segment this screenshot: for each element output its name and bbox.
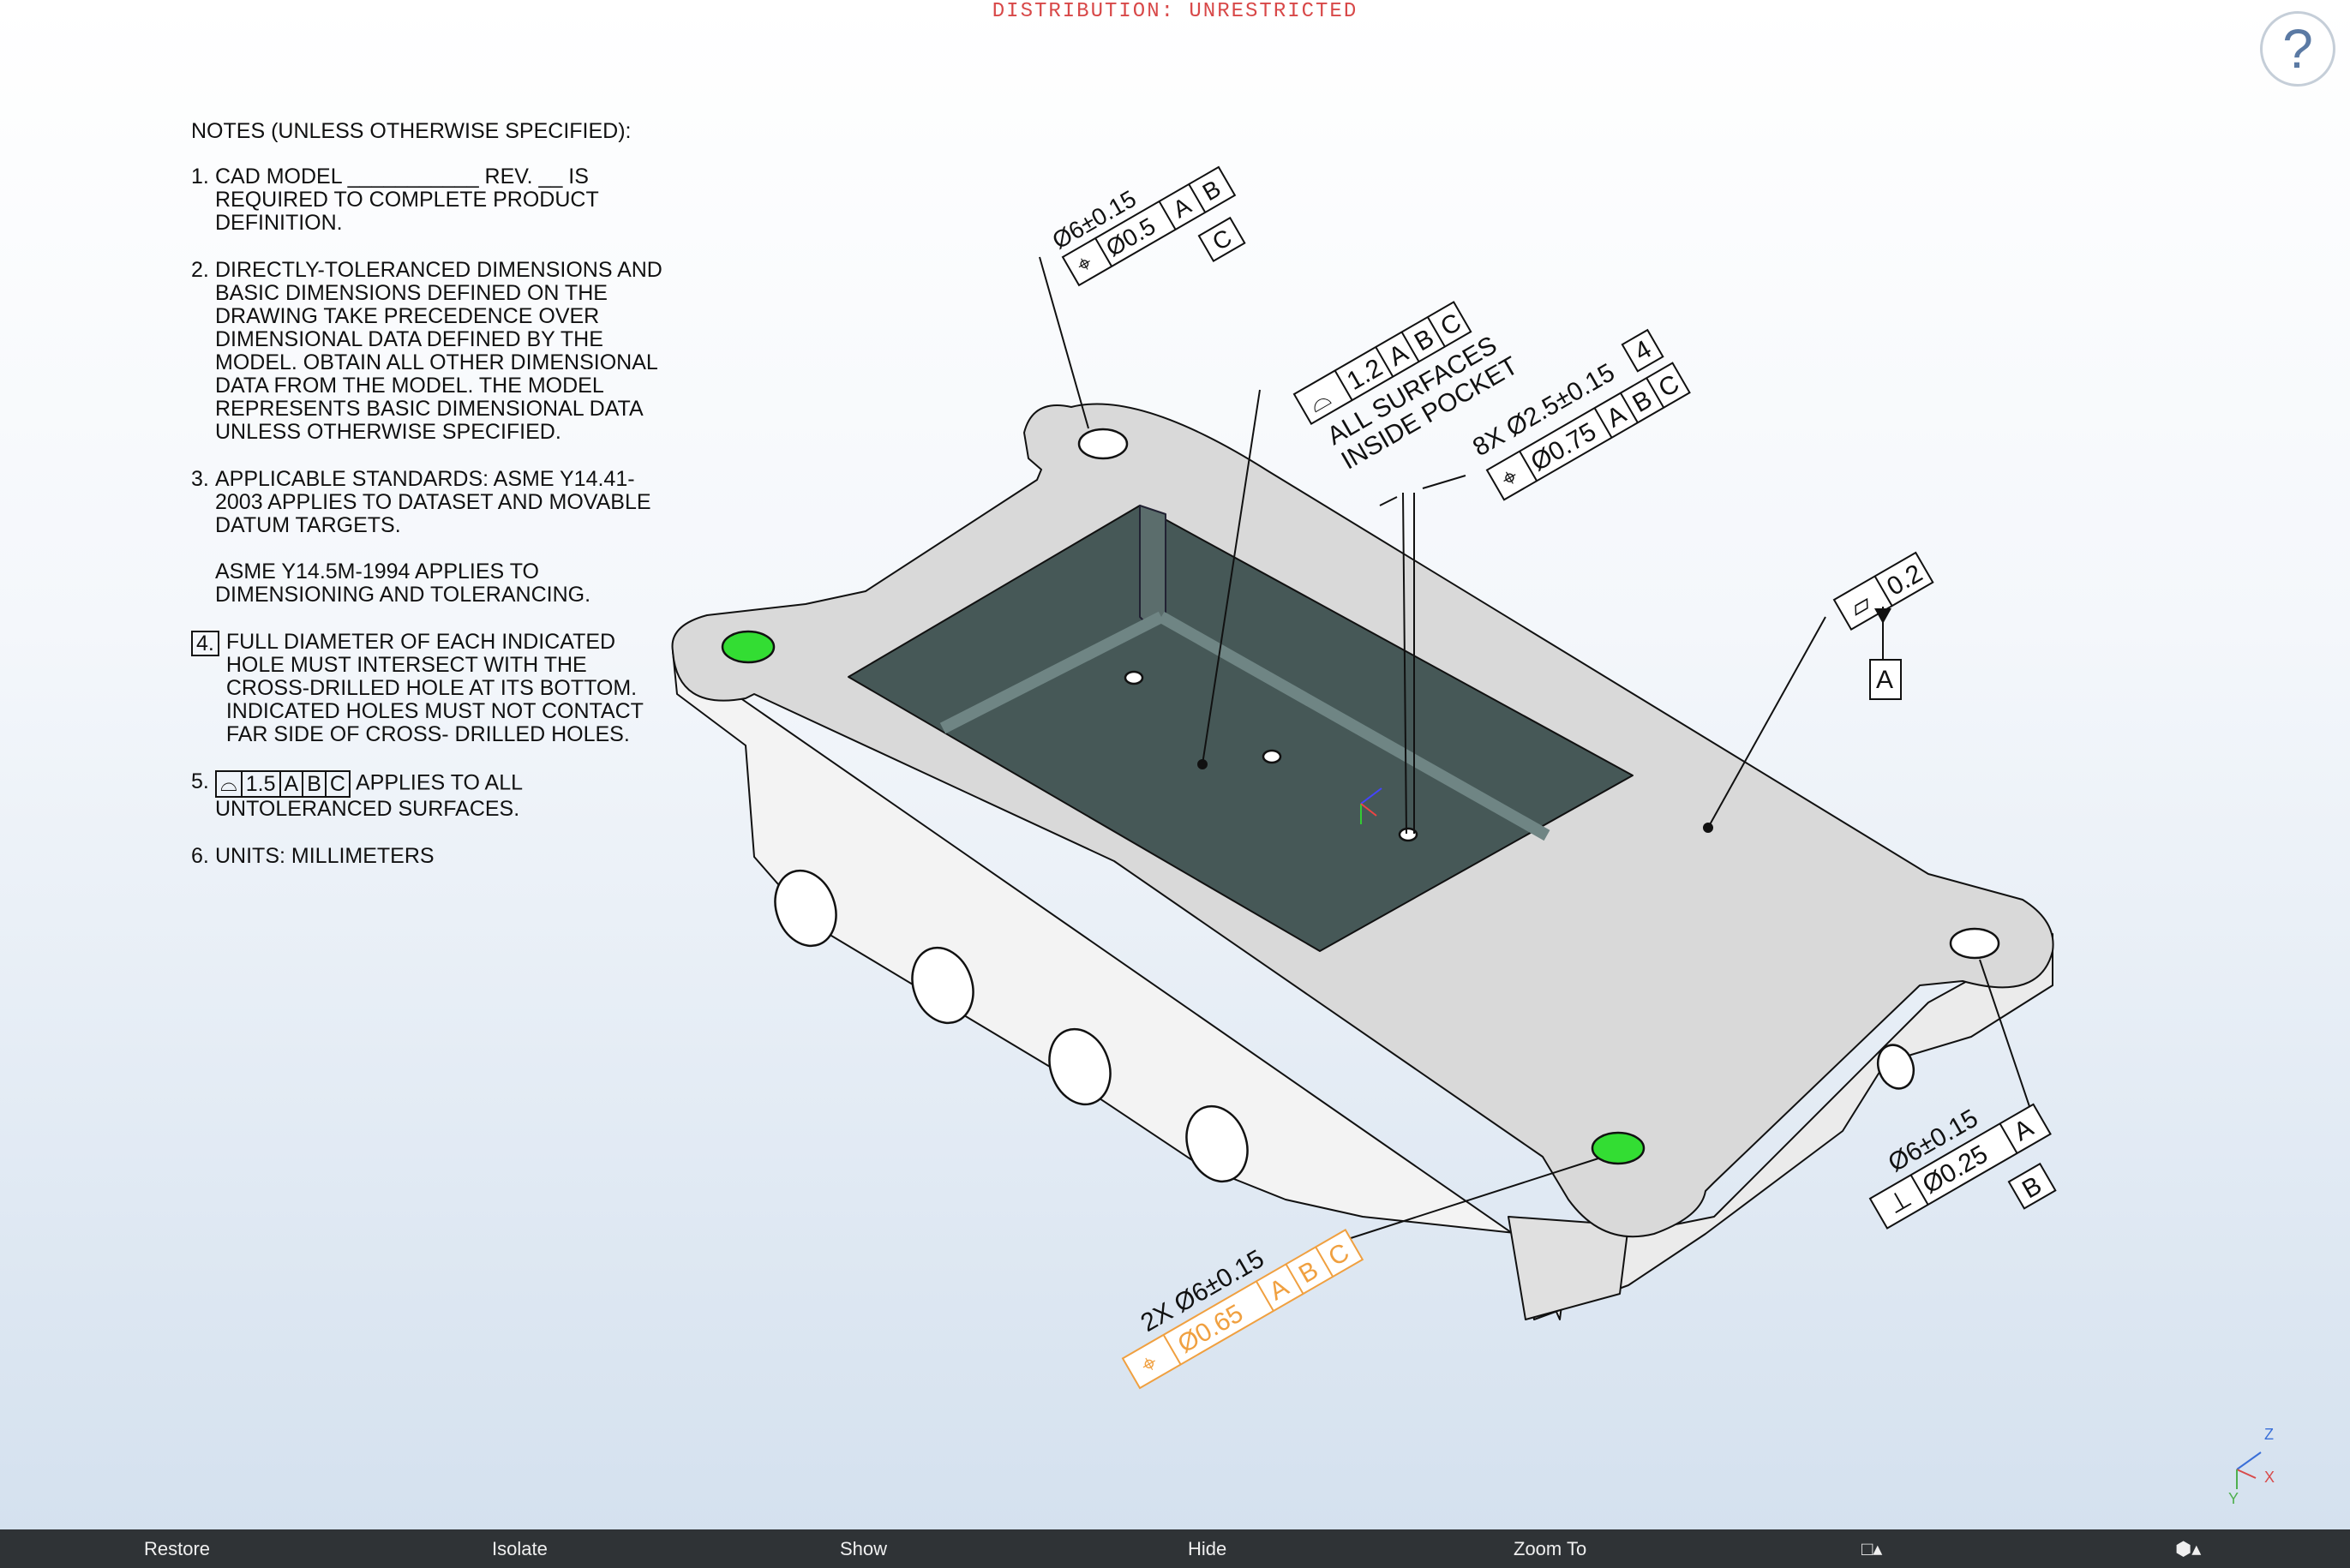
notes-heading: NOTES (UNLESS OTHERWISE SPECIFIED): xyxy=(191,119,632,143)
note-2: 2. DIRECTLY-TOLERANCED DIMENSIONS AND BA… xyxy=(191,259,671,444)
cross-drilled-hole[interactable] xyxy=(765,862,847,955)
triad-x-label: X xyxy=(2264,1469,2275,1486)
origin-triad xyxy=(1360,787,1382,824)
view-orientation-triad[interactable]: Z X Y xyxy=(2228,1426,2275,1507)
datum-feature-label: A xyxy=(1876,666,1893,694)
help-button[interactable]: ? xyxy=(2260,11,2335,87)
note-text: UNITS: MILLIMETERS xyxy=(215,844,435,868)
triad-y-label: Y xyxy=(2228,1490,2239,1507)
note-number: 6. xyxy=(191,844,209,868)
small-hole[interactable] xyxy=(1124,670,1144,685)
zoom-to-button[interactable]: Zoom To xyxy=(1514,1538,1587,1559)
cross-drilled-hole[interactable] xyxy=(1040,1020,1121,1113)
note-5: 5. ⌓ 1.5 A B C APPLIES TO ALL UNTOLERANC… xyxy=(191,770,671,821)
note-4: 4. FULL DIAMETER OF EACH INDICATED HOLE … xyxy=(191,631,671,746)
small-hole[interactable] xyxy=(1398,827,1418,842)
side-hole[interactable] xyxy=(1872,1040,1919,1094)
small-hole[interactable] xyxy=(1262,749,1282,764)
note-flag-box: 4. xyxy=(191,631,219,656)
cad-model-view[interactable]: Ø6±0.15 ⌖ Ø0.5 A B C ⌓ 1.2 A B C ALL SUR… xyxy=(0,0,2350,1529)
note-number: 3. xyxy=(191,467,209,491)
annotation-right-hole[interactable]: Ø6±0.15 ⊥ Ø0.25 A B xyxy=(1854,1076,2077,1273)
note-text: DIRECTLY-TOLERANCED DIMENSIONS AND BASIC… xyxy=(215,258,662,444)
note-text: APPLICABLE STANDARDS: ASME Y14.41-2003 A… xyxy=(215,468,671,607)
note-1: 1. CAD MODEL ___________ REV. __ IS REQU… xyxy=(191,165,671,235)
leader-lines xyxy=(1039,256,2038,1248)
drawing-notes: NOTES (UNLESS OTHERWISE SPECIFIED): 1. C… xyxy=(191,120,671,892)
part-body[interactable] xyxy=(671,403,2054,1320)
cross-drilled-hole[interactable] xyxy=(1177,1098,1258,1190)
fcf-datum-b: B xyxy=(302,772,325,796)
mounting-hole-right[interactable] xyxy=(1949,927,2000,960)
highlighted-hole-bottom[interactable] xyxy=(1591,1131,1646,1165)
feature-control-frame: ⌓ 1.5 A B C xyxy=(215,770,351,798)
triad-z-label: Z xyxy=(2264,1426,2274,1443)
mounting-hole-top[interactable] xyxy=(1077,428,1129,460)
3d-viewport[interactable]: DISTRIBUTION: UNRESTRICTED ? NOTES (UNLE… xyxy=(0,0,2350,1529)
lower-block[interactable] xyxy=(1508,1216,1629,1320)
pocket-wall-left xyxy=(1139,505,1166,626)
note-number: 5. xyxy=(191,769,209,793)
holes[interactable] xyxy=(721,428,2000,1190)
fcf-datum-a: A xyxy=(279,772,303,796)
bottom-toolbar: Restore Isolate Show Hide Zoom To □▴ ⬢▴ xyxy=(0,1529,2350,1568)
profile-surface-icon: ⌓ xyxy=(220,772,237,796)
isolate-button[interactable]: Isolate xyxy=(492,1538,548,1559)
highlighted-hole-left[interactable] xyxy=(721,630,776,664)
note-text: CAD MODEL ___________ REV. __ IS REQUIRE… xyxy=(215,165,599,235)
note-3: 3. APPLICABLE STANDARDS: ASME Y14.41-200… xyxy=(191,468,671,607)
note-6: 6. UNITS: MILLIMETERS xyxy=(191,845,671,868)
hide-button[interactable]: Hide xyxy=(1188,1538,1227,1559)
fcf-tolerance: 1.5 xyxy=(240,772,279,796)
annotation-two-holes[interactable]: 2X Ø6±0.15 ⌖ Ø0.65 A B C xyxy=(1106,1201,1364,1390)
note-number: 1. xyxy=(191,165,209,189)
restore-button[interactable]: Restore xyxy=(144,1538,211,1559)
annotation-top-hole[interactable]: Ø6±0.15 ⌖ Ø0.5 A B C xyxy=(1048,141,1258,326)
show-button[interactable]: Show xyxy=(840,1538,888,1559)
note-number: 2. xyxy=(191,258,209,282)
cross-drilled-hole[interactable] xyxy=(902,939,984,1032)
note-number-flag: 4. xyxy=(191,631,219,746)
note-paragraph: APPLICABLE STANDARDS: ASME Y14.41-2003 A… xyxy=(215,467,651,537)
datum-a-flag: A xyxy=(1869,607,1902,700)
pocket-floor[interactable] xyxy=(848,505,1634,952)
display-style-icon[interactable]: ⬢▴ xyxy=(2175,1538,2202,1559)
note-paragraph: ASME Y14.5M-1994 APPLIES TO DIMENSIONING… xyxy=(215,560,591,607)
view-mode-icon[interactable]: □▴ xyxy=(1861,1538,1883,1559)
pocket-fillet xyxy=(939,611,1550,841)
note-text: FULL DIAMETER OF EACH INDICATED HOLE MUS… xyxy=(225,630,644,746)
note-text: ⌓ 1.5 A B C APPLIES TO ALL UNTOLERANCED … xyxy=(215,770,671,821)
fcf-datum-c: C xyxy=(324,772,349,796)
note-5-text: APPLIES TO ALL UNTOLERANCED SURFACES. xyxy=(215,770,523,821)
distribution-label: DISTRIBUTION: UNRESTRICTED xyxy=(992,0,1358,23)
